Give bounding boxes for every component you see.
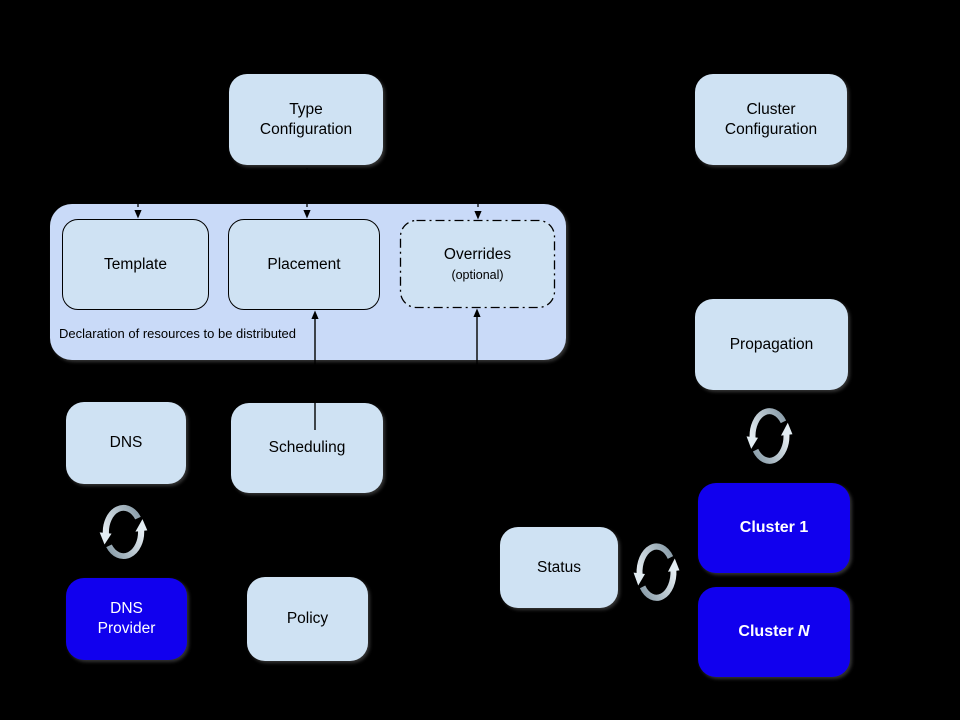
node-status-label: Status (537, 558, 581, 576)
node-dns-provider-label: DNS Provider (97, 600, 156, 637)
sync-icon-propagation (747, 411, 793, 461)
sync-icon-status (634, 547, 680, 598)
node-overrides: Overrides (optional) (400, 220, 555, 308)
node-cluster-configuration-label: Cluster Configuration (724, 100, 818, 138)
node-propagation: Propagation (695, 299, 848, 390)
node-policy-label: Policy (286, 610, 329, 627)
node-scheduling-label: Scheduling (268, 439, 346, 456)
node-cluster-n-prefix: Cluster (738, 623, 798, 640)
node-dns-provider: DNS Provider (66, 578, 187, 660)
node-dns: DNS (66, 402, 186, 484)
node-template-label: Template (104, 255, 167, 273)
node-type-configuration-label: Type Configuration (259, 100, 353, 138)
node-overrides-title: Overrides (443, 246, 512, 263)
node-policy: Policy (247, 577, 368, 661)
node-overrides-subtitle: (optional) (451, 268, 504, 282)
sync-icon-dns (100, 508, 148, 556)
node-cluster-n-label: Cluster N (738, 622, 809, 642)
node-template: Template (62, 219, 209, 310)
node-type-configuration: Type Configuration (229, 74, 383, 165)
node-propagation-label: Propagation (729, 335, 814, 353)
node-placement-label: Placement (267, 255, 341, 273)
node-scheduling: Scheduling (231, 403, 383, 493)
node-cluster-n: Cluster N (698, 587, 850, 677)
node-status: Status (500, 527, 618, 608)
node-cluster-1: Cluster 1 (698, 483, 850, 573)
node-cluster-configuration: Cluster Configuration (695, 74, 847, 165)
group-caption: Declaration of resources to be distribut… (59, 326, 297, 341)
node-cluster-n-suffix: N (798, 623, 810, 640)
node-placement: Placement (228, 219, 380, 310)
node-cluster-1-label: Cluster 1 (739, 519, 809, 536)
node-dns-label: DNS (109, 434, 143, 451)
